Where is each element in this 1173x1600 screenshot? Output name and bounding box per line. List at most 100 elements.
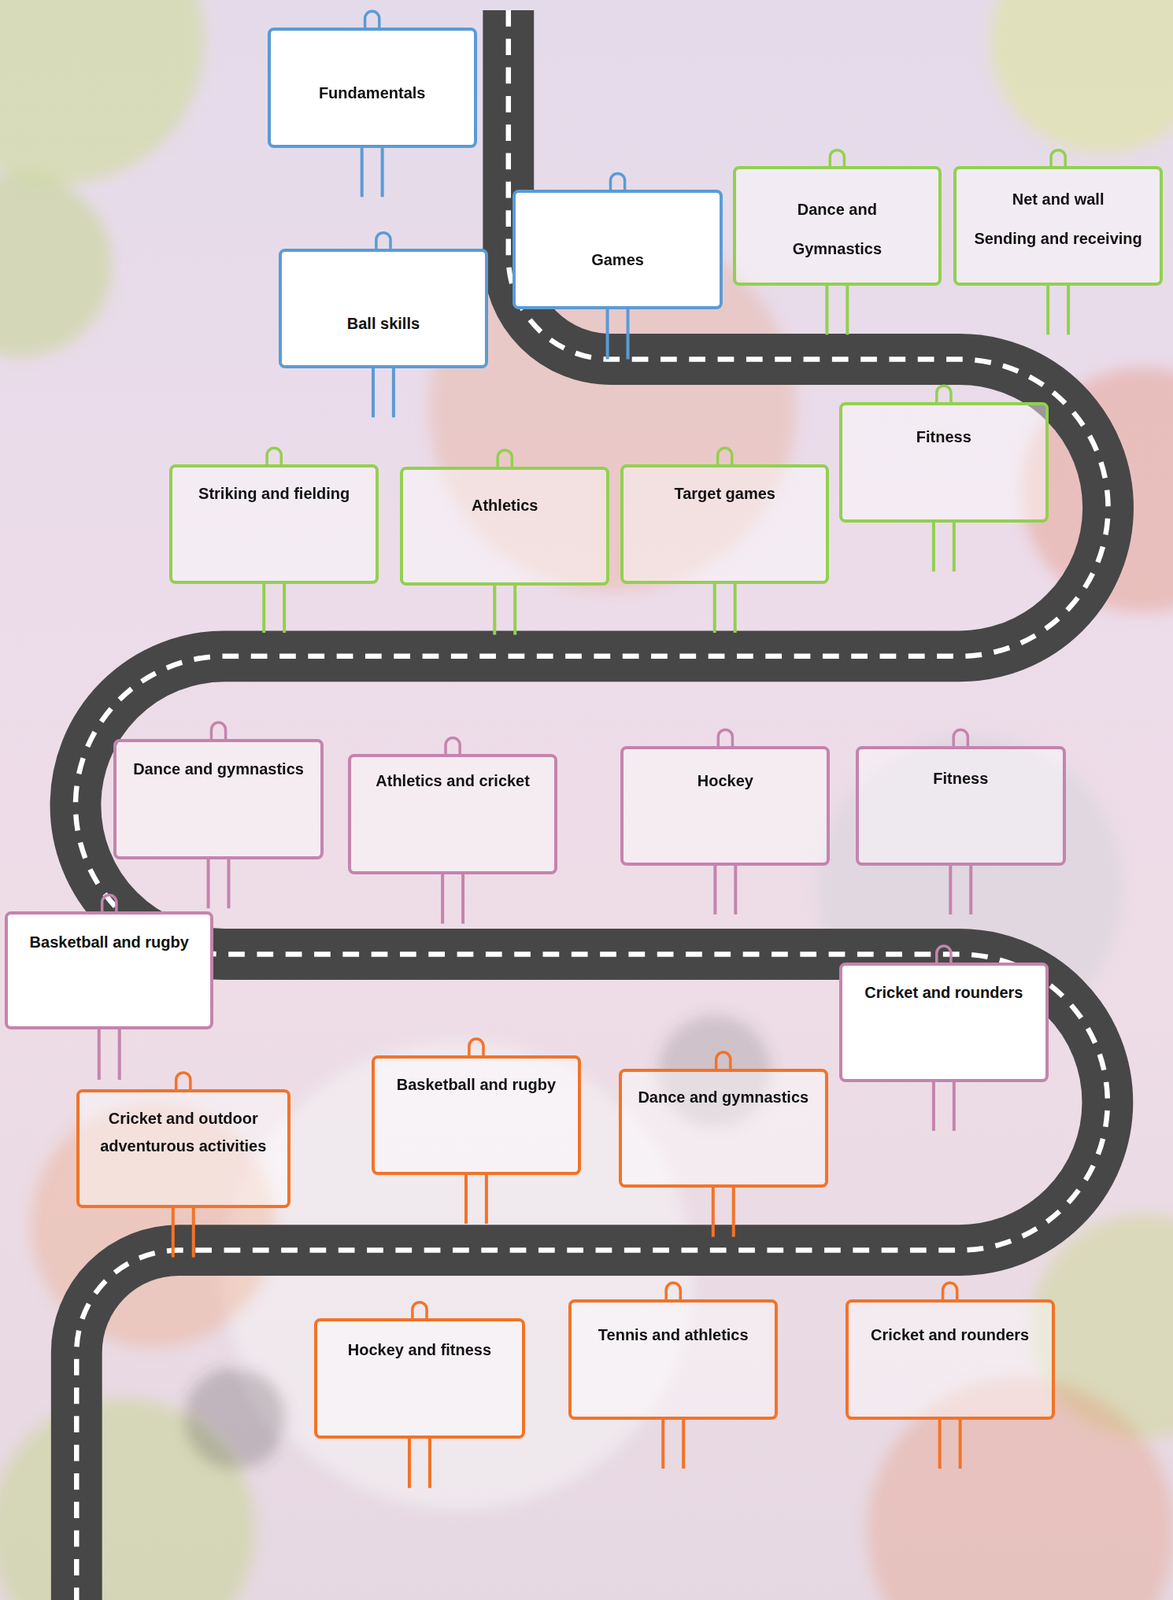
sign-label: Fitness xyxy=(916,427,972,448)
sign-board: Cricket and rounders xyxy=(845,1299,1055,1421)
post-leg xyxy=(938,1418,942,1470)
sign-hook xyxy=(716,1052,731,1071)
sign-label: Target games xyxy=(673,484,776,504)
sign-board: Target games xyxy=(620,464,829,585)
sign-hook xyxy=(266,447,282,467)
post-leg xyxy=(733,864,737,915)
post-leg xyxy=(192,1206,196,1258)
sign-board: Cricket and rounders xyxy=(839,962,1049,1083)
post-leg xyxy=(732,1186,736,1237)
sign-hook xyxy=(176,1073,191,1092)
post-leg xyxy=(392,366,396,418)
post-leg xyxy=(1066,284,1070,335)
post-leg xyxy=(626,307,630,360)
post-leg xyxy=(713,582,717,633)
post-leg xyxy=(932,521,936,572)
sign-hook xyxy=(469,1039,484,1058)
post-leg xyxy=(606,307,610,360)
sign-label: Fitness xyxy=(932,769,988,789)
post-leg xyxy=(407,1437,411,1488)
sign-hook xyxy=(445,738,460,757)
tennis-ball xyxy=(0,173,113,357)
post-leg xyxy=(492,584,496,635)
sign-label: Athletics and cricket xyxy=(375,771,530,792)
post-leg xyxy=(711,1186,715,1237)
post-leg xyxy=(1046,284,1050,335)
sign-label: Dance and Gymnastics xyxy=(777,189,896,269)
sign-board: Net and wallSending and receiving xyxy=(953,166,1163,286)
sign-board: Ball skills xyxy=(278,248,489,369)
sign-hook xyxy=(943,1283,958,1302)
sign-board: Basketball and rugby xyxy=(4,911,214,1030)
post-leg xyxy=(661,1418,665,1470)
sign-label: Basketball and rugby xyxy=(29,932,189,953)
post-leg xyxy=(97,1028,101,1081)
post-leg xyxy=(226,858,230,909)
post-leg xyxy=(713,864,717,915)
sign-label: Cricket and rounders xyxy=(864,983,1023,1003)
sign-hook xyxy=(102,895,117,914)
post-leg xyxy=(262,582,266,633)
sign-board: Fitness xyxy=(855,746,1066,866)
post-leg xyxy=(484,1173,489,1225)
sign-label: Games xyxy=(591,250,644,271)
post-leg xyxy=(513,584,517,635)
sign-hook xyxy=(666,1283,681,1302)
post-leg xyxy=(428,1437,432,1488)
tennis-ball xyxy=(990,0,1173,154)
sign-label: Fundamentals xyxy=(318,83,426,104)
post-leg xyxy=(969,864,973,915)
sign-board: Athletics xyxy=(399,466,610,587)
sign-board: Tennis and athletics xyxy=(568,1299,778,1421)
sign-board: Hockey xyxy=(620,746,830,866)
sign-label: Hockey and fitness xyxy=(347,1340,492,1361)
sign-board: Fitness xyxy=(839,402,1049,523)
sign-label: Ball skills xyxy=(347,314,420,334)
sign-label: Tennis and athletics xyxy=(598,1325,749,1346)
sign-label: Striking and fielding xyxy=(198,484,350,504)
football-patch xyxy=(183,1368,286,1471)
post-leg xyxy=(681,1418,685,1470)
sign-label: Athletics xyxy=(471,495,538,516)
sign-board: Striking and fielding xyxy=(169,464,379,585)
post-leg xyxy=(932,1080,936,1132)
post-leg xyxy=(207,858,211,909)
post-leg xyxy=(845,284,849,335)
sign-hook xyxy=(717,447,733,467)
sign-label: Sending and receiving xyxy=(973,218,1142,259)
post-leg xyxy=(948,864,952,915)
sign-board: Cricket and outdoor adventurous activiti… xyxy=(76,1089,291,1210)
sign-hook xyxy=(717,729,733,748)
sign-hook xyxy=(365,11,380,30)
sign-hook xyxy=(376,233,391,252)
post-leg xyxy=(464,1173,468,1225)
sign-label: Cricket and rounders xyxy=(870,1325,1029,1346)
sign-hook xyxy=(1050,150,1066,169)
sign-hook xyxy=(953,729,968,748)
sign-hook xyxy=(210,722,226,741)
sign-board: Hockey and fitness xyxy=(314,1318,525,1440)
post-leg xyxy=(381,146,385,197)
post-leg xyxy=(952,521,956,572)
post-leg xyxy=(171,1206,175,1258)
sign-label: Hockey xyxy=(697,771,754,792)
post-leg xyxy=(825,284,829,335)
sign-hook xyxy=(610,173,625,192)
sign-board: Games xyxy=(512,189,723,310)
post-leg xyxy=(958,1418,963,1470)
sign-hook xyxy=(412,1302,427,1322)
post-leg xyxy=(360,146,364,197)
post-leg xyxy=(118,1028,122,1081)
sign-hook xyxy=(497,450,512,469)
post-leg xyxy=(371,366,375,418)
post-leg xyxy=(461,873,465,924)
sign-hook xyxy=(936,946,951,965)
sign-board: Fundamentals xyxy=(267,27,478,149)
sign-label: Basketball and rugby xyxy=(396,1075,556,1096)
sign-board: Basketball and rugby xyxy=(371,1055,581,1176)
sign-label: Dance and gymnastics xyxy=(133,759,304,780)
sign-label: Dance and gymnastics xyxy=(637,1087,809,1108)
post-leg xyxy=(952,1080,956,1132)
